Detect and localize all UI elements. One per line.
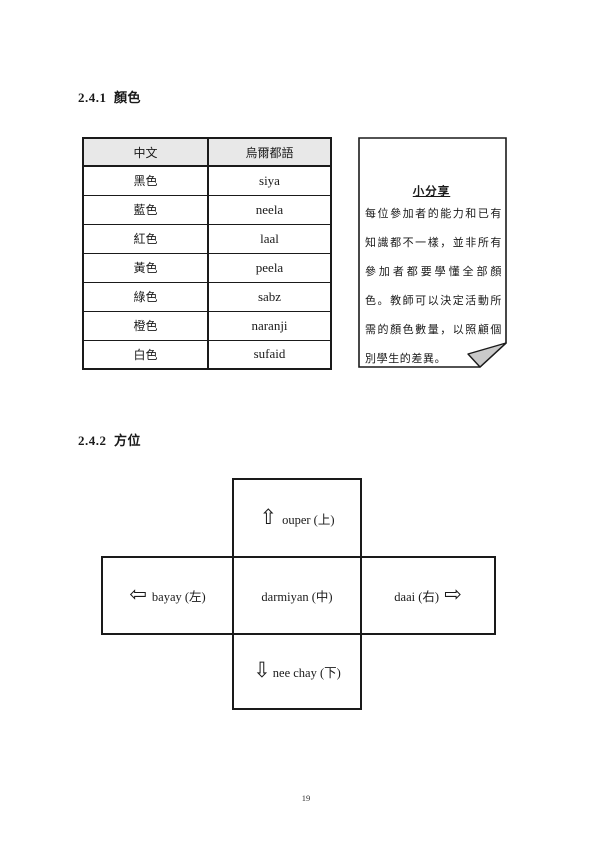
table-row: 藍色 neela: [82, 194, 332, 225]
note-body-text: 每位參加者的能力和已有知識都不一樣，並非所有參加者都要學懂全部顏色。教師可以決定…: [365, 208, 502, 365]
direction-label-down: nee chay (下): [272, 666, 341, 680]
urdu-cell: neela: [207, 194, 332, 225]
chinese-cell: 白色: [82, 339, 209, 370]
left-arrow-icon: ⇦: [129, 582, 147, 606]
direction-cell-up: ⇧ ouper (上): [232, 478, 362, 558]
teacher-note-box: 小分享 每位參加者的能力和已有知識都不一樣，並非所有參加者都要學懂全部顏色。教師…: [358, 137, 508, 369]
up-arrow-icon: ⇧: [259, 504, 278, 529]
chinese-cell: 黃色: [82, 252, 209, 283]
table-row: 橙色 naranji: [82, 310, 332, 341]
table-row: 白色 sufaid: [82, 339, 332, 370]
chinese-cell: 紅色: [82, 223, 209, 254]
direction-cell-down: ⇩ nee chay (下): [232, 633, 362, 710]
direction-label-up: ouper (上): [282, 512, 335, 527]
color-vocabulary-table: 中文 烏爾都語 黑色 siya 藍色 neela 紅色 laal 黃色 peel…: [82, 137, 332, 370]
chinese-cell: 橙色: [82, 310, 209, 341]
direction-label-right: daai (右): [394, 590, 440, 604]
note-title: 小分享: [412, 186, 451, 198]
column-header-urdu: 烏爾都語: [207, 137, 332, 167]
chinese-cell: 黑色: [82, 165, 209, 196]
direction-cell-right: daai (右) ⇨: [360, 556, 496, 635]
table-row: 黃色 peela: [82, 252, 332, 283]
down-arrow-icon: ⇩: [253, 658, 271, 682]
urdu-cell: laal: [207, 223, 332, 254]
urdu-cell: sabz: [207, 281, 332, 312]
table-row: 黑色 siya: [82, 165, 332, 196]
chinese-cell: 綠色: [82, 281, 209, 312]
direction-label-center: darmiyan (中): [261, 590, 333, 604]
folded-corner: [467, 342, 507, 368]
urdu-cell: sufaid: [207, 339, 332, 370]
urdu-cell: peela: [207, 252, 332, 283]
section-heading-colors: 2.4.1 顏色: [78, 90, 142, 105]
urdu-cell: naranji: [207, 310, 332, 341]
direction-cell-left: ⇦ bayay (左): [101, 556, 234, 635]
page-number: 19: [301, 793, 311, 803]
direction-label-left: bayay (左): [151, 590, 206, 604]
table-row: 紅色 laal: [82, 223, 332, 254]
table-row: 綠色 sabz: [82, 281, 332, 312]
urdu-cell: siya: [207, 165, 332, 196]
chinese-cell: 藍色: [82, 194, 209, 225]
table-header-row: 中文 烏爾都語: [82, 137, 332, 167]
direction-cell-center: darmiyan (中): [232, 556, 362, 635]
section-heading-directions: 2.4.2 方位: [78, 433, 142, 448]
right-arrow-icon: ⇨: [444, 582, 462, 606]
note-box-outline: [358, 137, 507, 368]
column-header-chinese: 中文: [82, 137, 209, 167]
